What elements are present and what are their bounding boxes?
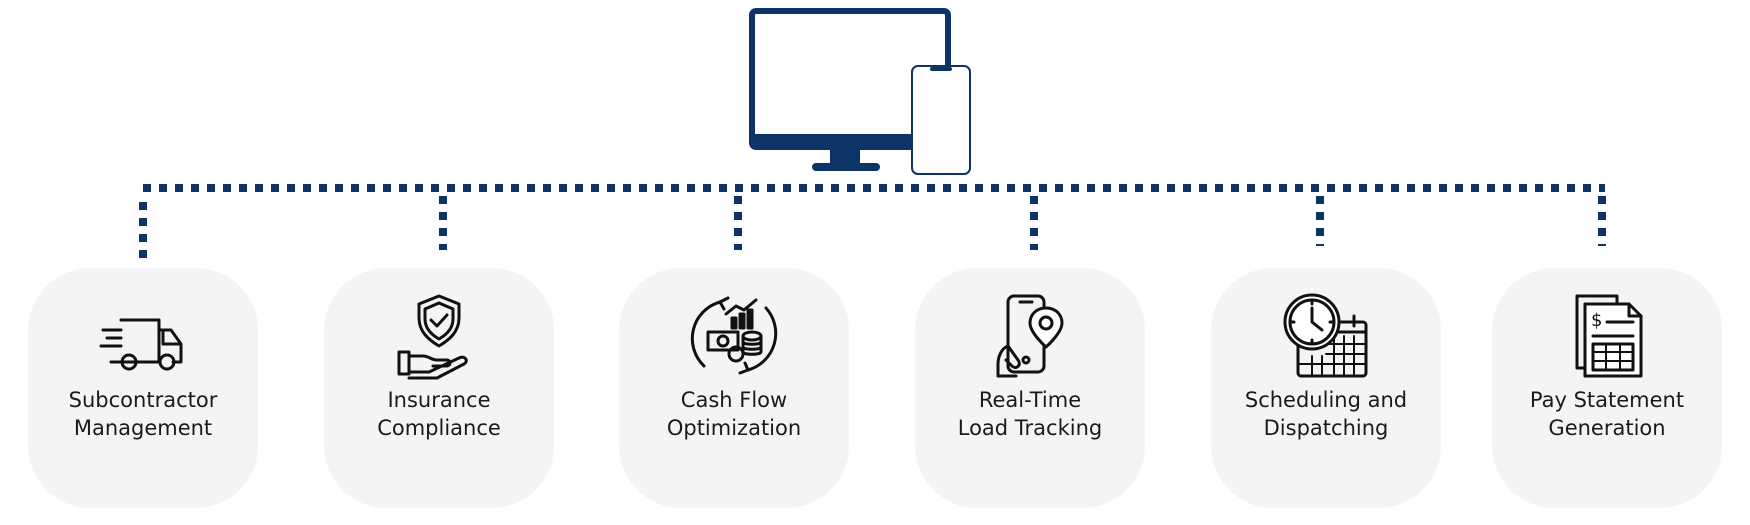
- svg-text:$: $: [1591, 310, 1602, 331]
- cash-cycle-icon: [690, 296, 778, 375]
- delivery-truck-icon: [99, 318, 183, 371]
- phone-location-icon: [996, 294, 1064, 378]
- pay-statement-icon: $: [1575, 294, 1643, 378]
- monitor-phone-icon: [749, 8, 971, 175]
- shield-hand-icon: [397, 294, 468, 380]
- clock-calendar-icon: [1283, 293, 1368, 378]
